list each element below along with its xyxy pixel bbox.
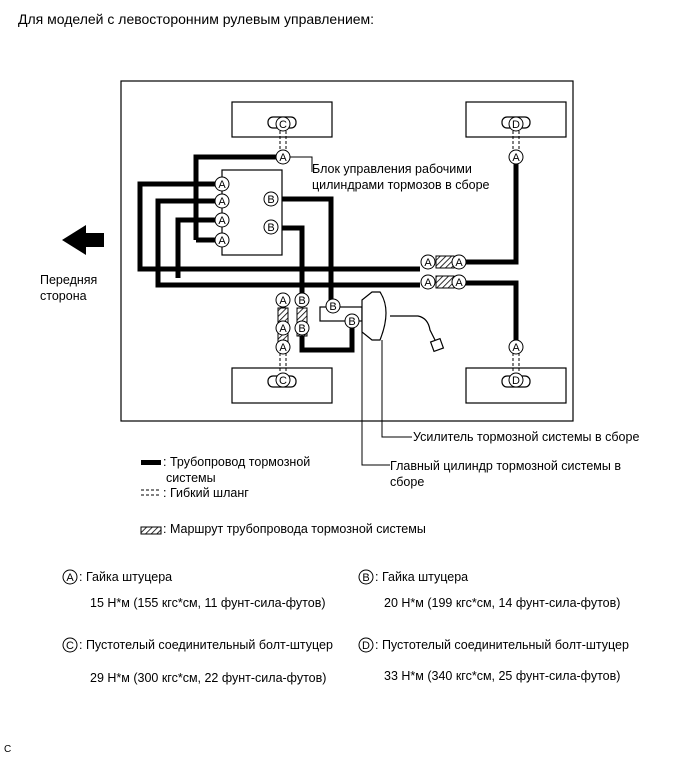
legend-hose-symbol <box>141 489 161 496</box>
brake-pipes <box>137 154 519 353</box>
svg-text:C: C <box>66 640 74 652</box>
legend-pipe-symbol <box>141 460 161 465</box>
legend-marker-b: B <box>358 569 374 585</box>
svg-text:A: A <box>218 179 226 191</box>
legend-hose-label: : Гибкий шланг <box>163 486 249 500</box>
svg-text:A: A <box>279 323 287 335</box>
callout-control-unit-1: Блок управления рабочими <box>312 162 472 176</box>
vehicle-frame <box>120 80 574 422</box>
front-direction-arrow <box>62 225 104 255</box>
svg-text:B: B <box>348 316 355 328</box>
svg-text:B: B <box>298 323 305 335</box>
connection-markers: C A D A A A A A B B A A A A A B A B A B … <box>214 116 524 388</box>
svg-text:A: A <box>279 152 287 164</box>
torque-c-value: 29 Н*м (300 кгс*см, 22 фунт-сила-футов) <box>90 671 327 685</box>
marker-a-joint-3: A <box>420 274 436 290</box>
marker-a-joint-1: A <box>420 254 436 270</box>
marker-d-bottom: D <box>508 372 524 388</box>
svg-text:B: B <box>362 572 369 584</box>
svg-text:C: C <box>279 119 287 131</box>
flexible-hoses <box>279 131 520 373</box>
svg-text:C: C <box>279 375 287 387</box>
svg-text:A: A <box>424 257 432 269</box>
marker-b-front-1: B <box>294 292 310 308</box>
marker-a-4: A <box>214 232 230 248</box>
torque-d-value: 33 Н*м (340 кгс*см, 25 фунт-сила-футов) <box>384 669 621 683</box>
marker-a-front-1: A <box>275 292 291 308</box>
legend-marker-a: A <box>62 569 78 585</box>
marker-a-front-2: A <box>275 320 291 336</box>
actuator-unit <box>221 169 283 256</box>
svg-text:A: A <box>218 196 226 208</box>
svg-text:D: D <box>512 119 520 131</box>
marker-b-2: B <box>263 219 279 235</box>
torque-a-value: 15 Н*м (155 кгс*см, 11 фунт-сила-футов) <box>90 596 326 610</box>
svg-text:B: B <box>267 194 274 206</box>
legend-pipe-label-1: : Трубопровод тормозной <box>163 455 311 469</box>
marker-a-joint-2: A <box>451 254 467 270</box>
legend-pipe-label-2: системы <box>166 471 216 485</box>
legend-marker-c: C <box>62 637 78 653</box>
marker-a-rear-bottom: A <box>508 339 524 355</box>
svg-text:B: B <box>298 295 305 307</box>
marker-a-2: A <box>214 193 230 209</box>
marker-a-front-3: A <box>275 339 291 355</box>
marker-a-1: A <box>214 176 230 192</box>
svg-text:A: A <box>424 277 432 289</box>
torque-a-name: : Гайка штуцера <box>79 570 173 584</box>
front-label-1: Передняя <box>40 273 98 287</box>
marker-c-top: C <box>275 116 291 132</box>
marker-c-bottom: C <box>275 372 291 388</box>
marker-a-rear-top: A <box>508 149 524 165</box>
page-title: Для моделей с левосторонним рулевым упра… <box>18 11 375 27</box>
legend-route-symbol <box>140 526 162 535</box>
svg-text:A: A <box>66 572 74 584</box>
marker-d-top: D <box>508 116 524 132</box>
front-label-2: сторона <box>40 289 87 303</box>
callout-booster: Усилитель тормозной системы в сборе <box>413 430 640 444</box>
svg-text:B: B <box>329 301 336 313</box>
brake-booster <box>361 291 387 341</box>
marker-b-1: B <box>263 191 279 207</box>
svg-text:A: A <box>279 342 287 354</box>
marker-b-mc-1: B <box>325 298 341 314</box>
callout-control-unit-2: цилиндрами тормозов в сборе <box>312 178 490 192</box>
svg-text:B: B <box>267 222 274 234</box>
svg-text:A: A <box>512 342 520 354</box>
torque-c-name: : Пустотелый соединительный болт-штуцер <box>79 638 333 652</box>
callout-master-cylinder-1: Главный цилиндр тормозной системы в <box>390 459 621 473</box>
torque-b-name: : Гайка штуцера <box>375 570 469 584</box>
marker-b-front-2: B <box>294 320 310 336</box>
svg-text:A: A <box>455 257 463 269</box>
svg-text:A: A <box>512 152 520 164</box>
footer-code: C <box>4 744 12 755</box>
marker-a-joint-4: A <box>451 274 467 290</box>
svg-text:A: A <box>455 277 463 289</box>
legend-marker-d: D <box>358 637 374 653</box>
torque-b-value: 20 Н*м (199 кгс*см, 14 фунт-сила-футов) <box>384 596 621 610</box>
legend-route-label: : Маршрут трубопровода тормозной системы <box>163 522 426 536</box>
torque-d-name: : Пустотелый соединительный болт-штуцер <box>375 638 629 652</box>
marker-b-mc-2: B <box>344 313 360 329</box>
callout-master-cylinder-2: сборе <box>390 475 425 489</box>
svg-text:A: A <box>279 295 287 307</box>
svg-text:A: A <box>218 235 226 247</box>
marker-a-top: A <box>275 149 291 165</box>
marker-a-3: A <box>214 212 230 228</box>
svg-text:D: D <box>362 640 370 652</box>
svg-text:D: D <box>512 375 520 387</box>
svg-text:A: A <box>218 215 226 227</box>
